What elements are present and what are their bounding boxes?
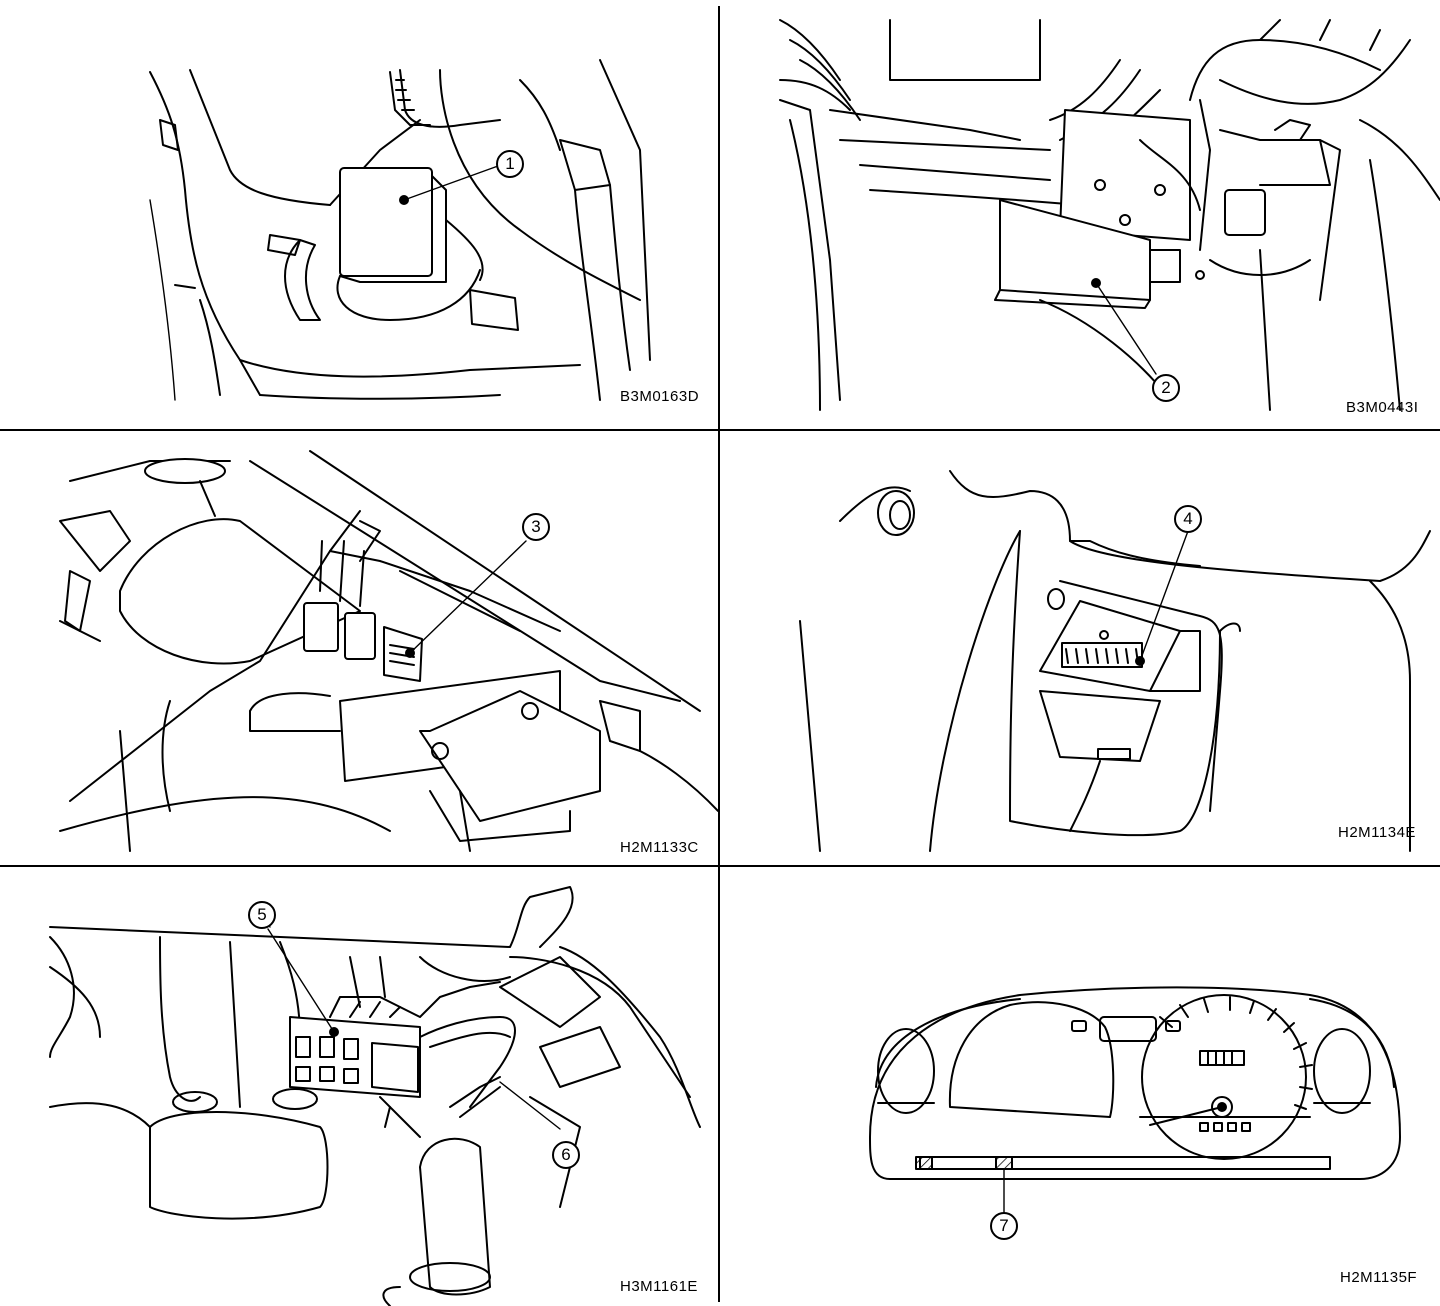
connector-near-steering-column-drawing (59, 450, 718, 852)
panel-middle-left: 3 H2M1133C (0, 431, 718, 865)
callout-5: 5 (248, 901, 276, 929)
horizontal-divider-bottom (0, 865, 1440, 867)
panel-upper-right: 2 B3M0443I (720, 0, 1440, 429)
figure-code: H2M1135F (1340, 1269, 1418, 1286)
panel-lower-right: 7 H2M1135F (720, 867, 1440, 1306)
callout-3: 3 (522, 513, 550, 541)
figure-code: B3M0163D (620, 388, 700, 405)
under-dash-connectors-drawing (49, 886, 701, 1306)
callout-1: 1 (496, 150, 524, 178)
diagnostic-connector-drawing (799, 470, 1431, 852)
callout-4: 4 (1174, 505, 1202, 533)
figure-code: H2M1133C (620, 839, 699, 856)
panel-lower-left: 5 6 H3M1161E (0, 867, 718, 1306)
figure-code: H3M1161E (620, 1278, 698, 1295)
instrument-cluster-drawing (869, 986, 1401, 1213)
horizontal-divider-top (0, 429, 1440, 431)
module-behind-panel-drawing (779, 19, 1440, 411)
panel-upper-left: 1 B3M0163D (0, 0, 718, 429)
callout-6: 6 (552, 1141, 580, 1169)
vertical-divider (718, 6, 720, 1302)
panel-middle-right: 4 H2M1134E (720, 431, 1440, 865)
figure-code: B3M0443I (1346, 399, 1419, 416)
figure-code: H2M1134E (1338, 824, 1416, 841)
callout-7: 7 (990, 1212, 1018, 1240)
control-unit-under-dash-drawing (149, 59, 651, 401)
callout-2: 2 (1152, 374, 1180, 402)
